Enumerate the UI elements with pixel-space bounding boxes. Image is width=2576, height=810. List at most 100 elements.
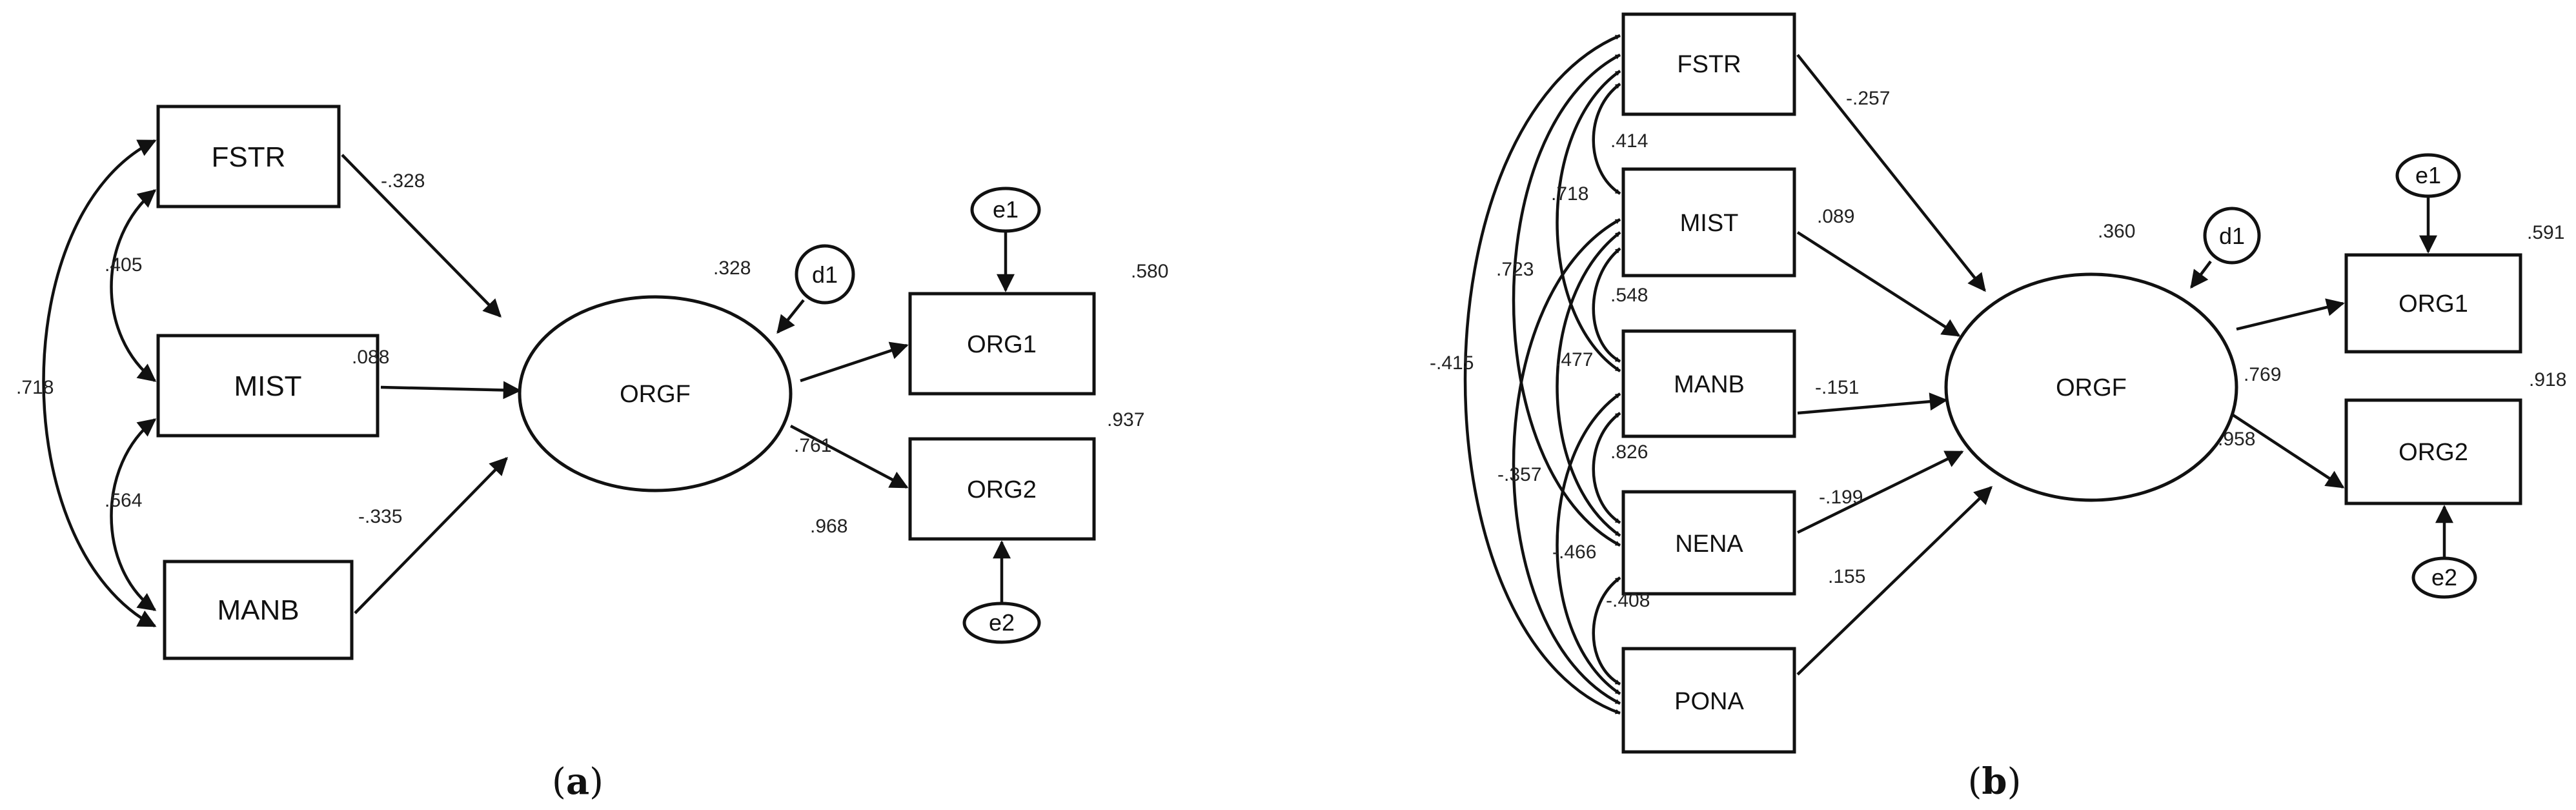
coef-org1-r2-a: .580	[1131, 261, 1168, 282]
corr-nena-pona-b	[1592, 576, 1621, 685]
label-pona-b: PONA	[1674, 688, 1744, 715]
error-d1-b	[2203, 207, 2261, 265]
coef-fstr-pona-b: -.415	[1430, 352, 1474, 374]
node-mist-b	[1621, 167, 1796, 278]
error-e1-b	[2395, 153, 2461, 198]
label-e2-b: e2	[2431, 564, 2457, 591]
label-org1-a: ORG1	[967, 331, 1037, 358]
label-nena-b: NENA	[1675, 531, 1743, 558]
coef-manb-orgf-b: -.151	[1815, 377, 1859, 398]
label-manb-b: MANB	[1674, 371, 1745, 398]
corr-mist-manb-b	[1592, 247, 1621, 363]
path-mist-orgf-b	[1796, 231, 1961, 337]
node-fstr-b	[1621, 12, 1796, 116]
coef-manb-pona-b: -.466	[1552, 542, 1596, 563]
coef-orgf-org1-b: .769	[2244, 364, 2281, 385]
error-e1-a	[970, 187, 1041, 233]
coef-fstr-orgf-a: -.328	[381, 170, 425, 192]
node-orgf-a	[518, 295, 793, 492]
coef-mist-orgf-b: .089	[1817, 206, 1854, 227]
coef-fstr-mist-b: .414	[1610, 130, 1648, 152]
corr-fstr-manb-b	[1556, 70, 1621, 372]
error-d1-a	[795, 244, 855, 305]
coef-fstr-mist-a: .405	[105, 254, 142, 276]
coef-mist-pona-b: -.357	[1497, 464, 1541, 485]
label-e1-a: e1	[993, 196, 1019, 223]
error-e2-b	[2411, 556, 2477, 599]
label-org2-b: ORG2	[2399, 439, 2468, 466]
path-pona-orgf-b	[1796, 486, 1993, 676]
coef-org2-r2-b: .918	[2529, 369, 2566, 390]
coef-fstr-manb-a: .718	[16, 377, 54, 398]
path-orgf-org2-b	[2229, 412, 2345, 489]
coef-orgf-org1-a: .761	[794, 435, 831, 456]
path-fstr-orgf-b	[1796, 54, 1986, 292]
node-org1-a	[908, 292, 1096, 396]
node-org2-b	[2344, 398, 2522, 505]
node-orgf-b	[1944, 272, 2238, 502]
coef-orgf-r2-b: .360	[2098, 221, 2135, 242]
corr-mist-nena-b	[1556, 231, 1621, 537]
coef-orgf-org2-a: .968	[810, 516, 847, 537]
label-mist-a: MIST	[234, 370, 301, 402]
label-org2-a: ORG2	[967, 476, 1037, 503]
corr-fstr-mist-a	[110, 189, 157, 382]
coef-org2-r2-a: .937	[1107, 409, 1144, 430]
label-d1-a: d1	[812, 261, 838, 288]
coef-mist-manb-b: .548	[1610, 285, 1648, 306]
coef-nena-pona-b: -.408	[1606, 590, 1650, 611]
path-nena-orgf-b	[1797, 450, 1964, 534]
node-manb-b	[1621, 329, 1796, 438]
coef-mist-orgf-a: .088	[352, 347, 389, 368]
panel-a: FSTR MIST MANB ORGF ORG1 ORG2 d1 e1 e2 -…	[16, 105, 1168, 803]
label-org1-b: ORG1	[2399, 290, 2468, 318]
corr-manb-pona-b	[1556, 392, 1621, 695]
caption-a: (a)	[552, 760, 603, 803]
corr-fstr-pona-b	[1463, 34, 1621, 715]
panel-b: FSTR MIST MANB NENA PONA ORGF ORG1 ORG2 …	[1430, 12, 2566, 803]
label-e1-b: e1	[2415, 162, 2441, 188]
node-nena-b	[1621, 490, 1796, 596]
path-mist-orgf-a	[380, 381, 522, 400]
coef-nena-orgf-b: -.199	[1819, 487, 1863, 508]
corr-fstr-manb-a	[42, 139, 157, 627]
label-e2-a: e2	[989, 609, 1015, 636]
corr-fstr-nena-b	[1512, 54, 1621, 547]
path-d1-orgf-b	[2190, 260, 2212, 289]
coef-manb-orgf-a: -.335	[358, 506, 402, 527]
path-manb-orgf-b	[1797, 392, 1948, 415]
node-manb-a	[163, 560, 354, 660]
path-orgf-org2-a	[789, 425, 909, 489]
coef-fstr-orgf-b: -.257	[1846, 88, 1890, 109]
path-fstr-orgf-a	[341, 154, 502, 318]
coef-mist-manb-a: .564	[105, 490, 142, 511]
label-fstr-b: FSTR	[1677, 51, 1741, 78]
coef-mist-nena-b: .477	[1556, 349, 1593, 370]
node-mist-a	[156, 334, 380, 438]
node-pona-b	[1621, 647, 1796, 754]
node-fstr-a	[156, 105, 341, 208]
path-orgf-org1-a	[800, 341, 909, 383]
coef-org1-r2-b: .591	[2527, 222, 2564, 243]
label-manb-a: MANB	[217, 594, 299, 626]
label-orgf-b: ORGF	[2056, 374, 2127, 401]
node-org2-a	[908, 437, 1096, 541]
path-orgf-org1-b	[2236, 298, 2345, 331]
coef-manb-nena-b: .826	[1610, 441, 1648, 463]
corr-fstr-mist-b	[1592, 83, 1621, 195]
caption-b: (b)	[1968, 760, 2022, 803]
label-mist-b: MIST	[1680, 210, 1739, 237]
node-org1-b	[2344, 253, 2522, 354]
coef-orgf-r2-a: .328	[713, 258, 751, 279]
coef-fstr-manb-b: .718	[1551, 183, 1588, 205]
coef-fstr-nena-b: .723	[1496, 259, 1534, 280]
path-d1-orgf-a	[776, 299, 805, 334]
label-fstr-a: FSTR	[212, 141, 286, 173]
path-manb-orgf-a	[354, 456, 508, 614]
corr-mist-manb-a	[110, 418, 157, 611]
coef-pona-orgf-b: .155	[1828, 566, 1865, 587]
corr-mist-pona-b	[1512, 218, 1621, 705]
label-d1-b: d1	[2219, 223, 2245, 249]
